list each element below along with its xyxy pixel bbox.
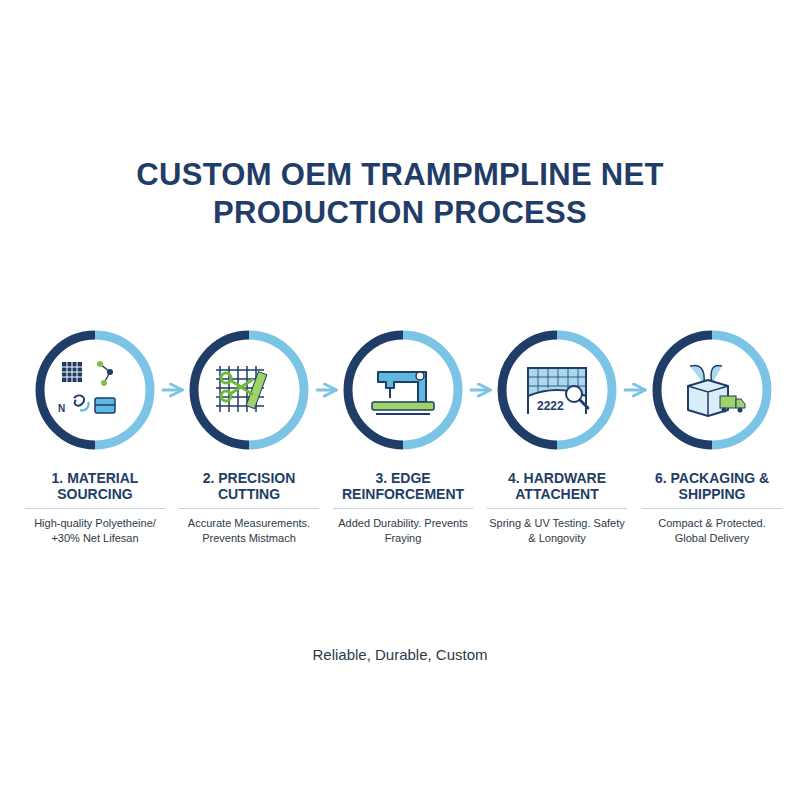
- step-text: 1. MATERIAL SOURCINGHigh-quality Polyeth…: [15, 470, 175, 546]
- ring-dark-half: [348, 335, 403, 445]
- step-text: 6. PACKAGING & SHIPPINGCompact & Protect…: [632, 470, 792, 546]
- flow-arrow: [471, 389, 489, 392]
- step-circle: [497, 330, 617, 450]
- flow-arrow: [317, 389, 335, 392]
- step-circle: [652, 330, 772, 450]
- process-step: 1. MATERIAL SOURCINGHigh-quality Polyeth…: [35, 330, 155, 450]
- circle-fill: [194, 335, 304, 445]
- process-step: 3. EDGE REINFORCEMENTAdded Durability. P…: [343, 330, 463, 450]
- ring-light-half: [403, 335, 458, 445]
- flow-arrow: [625, 389, 644, 392]
- step-text: 4. HARDWARE ATTACHENTSpring & UV Testing…: [477, 470, 637, 546]
- step-circle: [343, 330, 463, 450]
- step-description: Added Durability. Prevents Fraying: [333, 508, 473, 546]
- ring-dark-half: [657, 335, 712, 445]
- diagram-caption: Reliable, Durable, Custom: [100, 646, 700, 663]
- ring-dark-half: [502, 335, 557, 445]
- ring-dark-half: [194, 335, 249, 445]
- circle-fill: [502, 335, 612, 445]
- step-heading: 6. PACKAGING & SHIPPING: [632, 470, 792, 508]
- circle-fill: [657, 335, 767, 445]
- process-step: 6. PACKAGING & SHIPPINGCompact & Protect…: [652, 330, 772, 450]
- icon-label: 2222: [537, 399, 564, 413]
- step-heading: 2. PRECISION CUTTING: [169, 470, 329, 508]
- ring-light-half: [249, 335, 304, 445]
- ring-dark-half: [40, 335, 95, 445]
- step-heading: 3. EDGE REINFORCEMENT: [323, 470, 483, 508]
- ring-light-half: [712, 335, 767, 445]
- step-description: Compact & Protected. Global Delivery: [642, 508, 782, 546]
- diagram-title: CUSTOM OEM TRAMPMPLINE NET PRODUCTION PR…: [100, 156, 700, 232]
- circle-fill: [40, 335, 150, 445]
- step-circle: [35, 330, 155, 450]
- flow-arrow: [163, 389, 181, 392]
- step-heading: 1. MATERIAL SOURCING: [15, 470, 175, 508]
- ring-light-half: [95, 335, 150, 445]
- step-text: 2. PRECISION CUTTINGAccurate Measurement…: [169, 470, 329, 546]
- process-step: 4. HARDWARE ATTACHENTSpring & UV Testing…: [497, 330, 617, 450]
- step-circle: [189, 330, 309, 450]
- process-step: 2. PRECISION CUTTINGAccurate Measurement…: [189, 330, 309, 450]
- ring-light-half: [557, 335, 612, 445]
- step-description: Spring & UV Testing. Safety & Longovity: [487, 508, 627, 546]
- step-description: Accurate Measurements. Prevents Mistmach: [179, 508, 319, 546]
- step-heading: 4. HARDWARE ATTACHENT: [477, 470, 637, 508]
- icon-label: N: [58, 403, 65, 414]
- circle-fill: [348, 335, 458, 445]
- step-text: 3. EDGE REINFORCEMENTAdded Durability. P…: [323, 470, 483, 546]
- step-description: High-quality Polyetheine/ +30% Net Lifes…: [25, 508, 165, 546]
